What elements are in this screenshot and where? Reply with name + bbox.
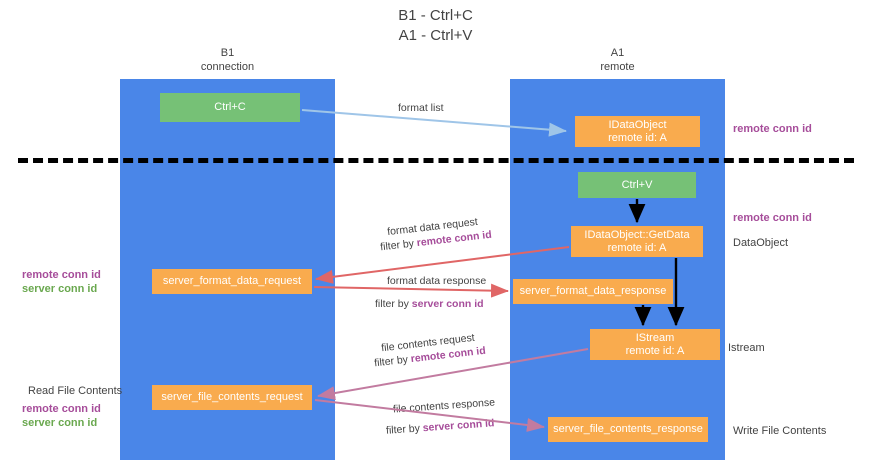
node-ctrl-v-label: Ctrl+V <box>621 178 653 191</box>
node-server-file-contents-response[interactable]: server_file_contents_response <box>548 417 708 442</box>
annotation-read-file-contents: Read File Contents <box>28 385 123 397</box>
lane-header-b1-line2: connection <box>200 61 255 73</box>
filter-prefix: filter by <box>375 298 412 310</box>
lane-header-a1-line2: remote <box>600 61 635 73</box>
annotation-conn-ids-mid: remote conn id server conn id <box>22 268 122 296</box>
filter-prefix: filter by <box>385 422 424 437</box>
diagram-title: B1 - Ctrl+C A1 - Ctrl+V <box>0 6 871 46</box>
annotation-remote-conn-id-left-mid: remote conn id <box>22 269 101 281</box>
annotation-conn-ids-bottom: remote conn id server conn id <box>22 402 122 430</box>
annotation-istream: Istream <box>728 342 765 354</box>
node-ctrl-v[interactable]: Ctrl+V <box>578 172 696 198</box>
lane-header-a1-line1: A1 <box>610 47 625 59</box>
node-ctrl-c[interactable]: Ctrl+C <box>160 93 300 122</box>
annotation-dataobject: DataObject <box>733 237 789 249</box>
filter-prefix: filter by <box>379 237 418 254</box>
node-server-format-data-response[interactable]: server_format_data_response <box>513 279 673 304</box>
annotation-server-conn-id-left-bottom: server conn id <box>22 417 98 429</box>
lane-header-b1: B1 connection <box>135 46 320 74</box>
node-idataobject-sub: remote id: A <box>608 131 667 144</box>
node-idataobject-getdata[interactable]: IDataObject::GetData remote id: A <box>571 226 703 257</box>
node-istream-sub: remote id: A <box>625 344 685 357</box>
label-format-data-response: format data response <box>387 275 487 287</box>
filter-value-server-conn-id: server conn id <box>422 417 495 435</box>
annotation-server-conn-id-left-mid: server conn id <box>22 283 98 295</box>
node-idataobject-label: IDataObject <box>608 118 667 131</box>
title-line-1: B1 - Ctrl+C <box>398 7 473 24</box>
label-file-contents-response: file contents response <box>392 396 496 416</box>
node-server-file-contents-response-label: server_file_contents_response <box>553 423 703 435</box>
label-format-list: format list <box>398 102 444 114</box>
label-file-contents-response-filter: filter by server conn id <box>386 416 495 439</box>
title-line-2: A1 - Ctrl+V <box>398 27 473 44</box>
annotation-remote-conn-id-mid: remote conn id <box>733 212 812 224</box>
node-server-file-contents-request-label: server_file_contents_request <box>161 391 303 403</box>
node-istream[interactable]: IStream remote id: A <box>590 329 720 360</box>
node-server-format-data-request[interactable]: server_format_data_request <box>152 269 312 294</box>
phase-divider <box>18 158 854 163</box>
node-ctrl-c-label: Ctrl+C <box>214 101 246 113</box>
node-istream-label: IStream <box>635 331 675 344</box>
lane-header-a1: A1 remote <box>525 46 710 74</box>
node-server-format-data-request-label: server_format_data_request <box>162 275 302 287</box>
lane-header-b1-line1: B1 <box>220 47 235 59</box>
filter-value-server-conn-id: server conn id <box>411 298 484 310</box>
node-idataobject[interactable]: IDataObject remote id: A <box>575 116 700 147</box>
node-server-format-data-response-label: server_format_data_response <box>519 285 667 297</box>
annotation-remote-conn-id-left-bottom: remote conn id <box>22 403 101 415</box>
filter-prefix: filter by <box>373 353 412 370</box>
node-getdata-sub: remote id: A <box>607 241 667 254</box>
node-server-file-contents-request[interactable]: server_file_contents_request <box>152 385 312 410</box>
node-getdata-label: IDataObject::GetData <box>584 228 690 241</box>
label-format-data-response-filter: filter by server conn id <box>375 297 484 312</box>
annotation-remote-conn-id-top: remote conn id <box>733 123 812 135</box>
annotation-write-file-contents: Write File Contents <box>733 425 827 437</box>
